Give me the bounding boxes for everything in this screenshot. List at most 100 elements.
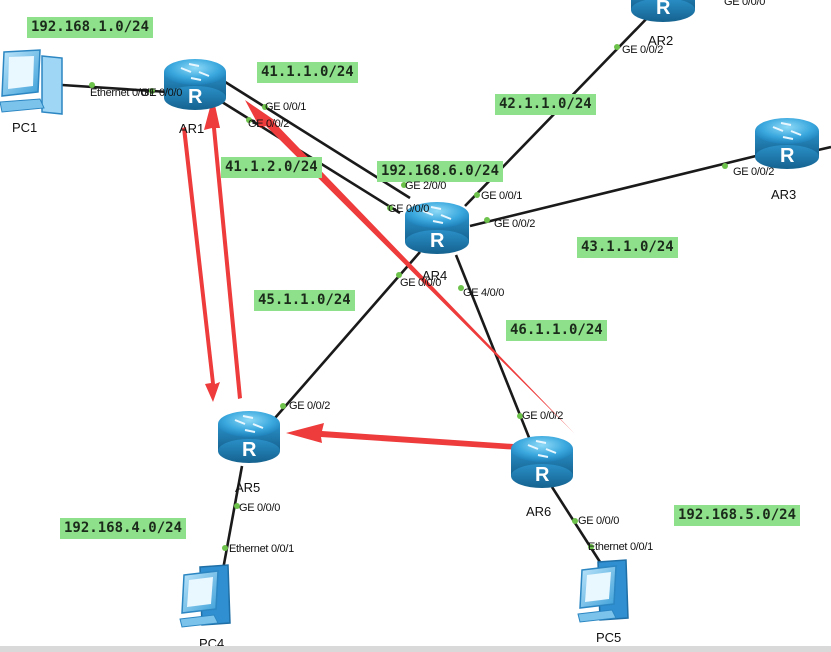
router-ar2-glyph: R [656,0,671,19]
router-ar4-top [405,202,469,228]
subnet-label-ar4-ar6: 46.1.1.0/24 [506,320,607,341]
router-ar6-base [511,464,573,488]
device-label-ar5: AR5 [235,480,261,495]
port-dot[interactable] [722,163,728,169]
subnet-label-pc1-lan: 192.168.1.0/24 [27,17,154,38]
router-ar6[interactable]: R [511,436,573,488]
port-label-pc1-eth: Ethernet 0/0/1 [90,87,155,99]
router-ar4-glyph: R [430,230,445,252]
link-ar3-right [817,145,831,152]
router-ar3[interactable]: R [755,118,819,169]
port-label-pc5-eth: Ethernet 0/0/1 [588,541,653,553]
port-label-ar5-ge002: GE 0/0/2 [289,400,331,412]
port-dot[interactable] [614,44,620,50]
arrow-ar1-to-ar5 [182,127,220,402]
subnet-label-ar2-ar4: 42.1.1.0/24 [495,94,596,115]
port-label-ar6-ge002: GE 0/0/2 [522,410,564,422]
port-label-ar4-ge200: GE 2/0/0 [405,180,447,192]
port-label-ar1-ge000: GE 0/0/0 [141,87,183,99]
port-label-ar3-ge002: GE 0/0/2 [733,166,775,178]
device-label-ar1: AR1 [179,121,205,136]
subnet-label-ar1-ar4-b: 41.1.2.0/24 [221,157,322,178]
port-dot[interactable] [89,82,95,88]
router-ar1[interactable]: R [164,59,226,110]
router-ar4-base [405,230,469,254]
port-dot[interactable] [396,272,402,278]
port-dot[interactable] [246,117,252,123]
port-label-ar4-ge000-top: GE 0/0/0 [388,203,430,215]
router-ar3-top [755,118,819,144]
port-dot[interactable] [484,217,490,223]
router-ar6-top [511,436,573,462]
router-ar2[interactable]: R [631,0,695,22]
router-ar3-glyph: R [780,145,795,167]
port-label-ar1-ge002: GE 0/0/2 [248,118,290,130]
router-ar5-arrows-icon [234,415,264,433]
port-dot[interactable] [474,192,480,198]
link-ar5-pc4[interactable] [220,465,244,576]
device-label-ar3: AR3 [771,187,797,202]
port-label-pc4-eth: Ethernet 0/0/1 [229,543,294,555]
port-dot[interactable] [572,518,578,524]
pc5-keyboard-icon [577,609,617,623]
link-ar4-ar5[interactable] [274,251,421,419]
port-label-ar4-ge002: GE 0/0/2 [494,218,536,230]
subnet-label-ar1-ar4-a: 41.1.1.0/24 [257,62,358,83]
subnet-label-ar4-lan: 192.168.6.0/24 [377,161,504,182]
router-ar1-base [164,86,226,110]
router-ar5-base [218,439,280,463]
pc-pc5[interactable] [577,559,629,623]
port-dot[interactable] [517,413,523,419]
port-dot[interactable] [458,285,464,291]
pc5-screen-icon [585,572,611,602]
device-label-ar4: AR4 [422,268,448,283]
canvas-bottom-edge [0,646,831,652]
router-ar5[interactable]: R [218,411,280,463]
device-label-pc5: PC5 [596,630,622,645]
device-label-ar6: AR6 [526,504,552,519]
arrow-ar6-to-ar1 [245,100,574,433]
port-label-ar6-ge000: GE 0/0/0 [578,515,620,527]
subnet-label-ar4-ar5: 45.1.1.0/24 [254,290,355,311]
path-arrows [182,96,574,451]
port-dot[interactable] [234,503,240,509]
router-ar6-arrows-icon [527,440,557,458]
router-ar4-arrows-icon [422,206,452,224]
pc4-screen-icon [187,577,213,607]
port-label-ar5-ge000: GE 0/0/0 [239,502,281,514]
port-label-ar2-ge000: GE 0/0/0 [724,0,766,8]
pc1-keyboard-icon [0,98,45,113]
router-ar5-glyph: R [242,439,257,461]
link-ar4-ar6[interactable] [454,254,532,441]
port-label-ar4-ge000-bottom: GE 0/0/0 [400,277,442,289]
port-dot[interactable] [149,88,155,94]
port-dot[interactable] [262,104,268,110]
port-label-ar4-ge001: GE 0/0/1 [481,190,523,202]
port-label-ar1-ge001: GE 0/0/1 [265,101,307,113]
pc-pc1[interactable] [0,49,63,115]
device-label-pc1: PC1 [12,120,38,135]
port-dot[interactable] [387,205,393,211]
device-label-ar2: AR2 [648,33,674,48]
router-ar3-base [755,145,819,169]
port-dot[interactable] [280,403,286,409]
router-ar3-arrows-icon [772,122,802,140]
port-dot[interactable] [401,182,407,188]
pc1-tower-icon [41,55,63,115]
port-label-ar4-ge400: GE 4/0/0 [463,287,505,299]
pc-pc4[interactable] [179,564,231,628]
port-dot[interactable] [588,544,594,550]
link-ar3-ar4[interactable] [469,153,761,228]
router-ar1-arrows-icon [180,63,210,81]
arrow-ar6-to-ar5 [286,423,534,451]
router-ar4[interactable]: R [405,202,469,254]
port-label-ar2-ge002: GE 0/0/2 [622,44,664,56]
pc4-keyboard-icon [179,614,219,628]
router-ar6-glyph: R [535,464,550,486]
pc1-screen-icon [8,56,34,89]
port-dot[interactable] [222,545,228,551]
arrow-ar5-to-ar1 [204,96,242,399]
subnet-label-ar3-ar4: 43.1.1.0/24 [577,237,678,258]
router-ar5-top [218,411,280,437]
